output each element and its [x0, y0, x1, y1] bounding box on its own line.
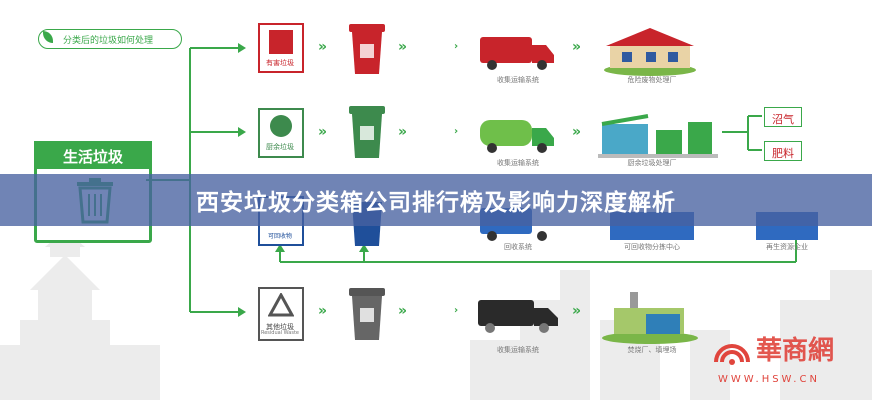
arrow-icon: » — [572, 303, 582, 319]
green-truck-icon — [480, 120, 554, 153]
hazardous-bin-icon — [349, 24, 385, 74]
facility-label: 危险废物处理厂 — [627, 76, 677, 84]
hazard-icon — [269, 30, 293, 54]
arrow-icon: » — [318, 39, 328, 55]
category-label-residual: 其他垃圾 — [266, 323, 294, 331]
arrow-icon: » — [398, 124, 408, 140]
kitchen-bin-icon — [349, 106, 385, 158]
facility-label: 焚烧厂、填埋场 — [627, 346, 677, 354]
transport-label: 收集运输系统 — [497, 346, 539, 354]
arrow-icon: » — [572, 124, 582, 140]
hazardous-sign — [258, 23, 304, 73]
transport-label: 收集运输系统 — [497, 76, 539, 84]
hazardous-facility-icon — [604, 28, 696, 76]
arrow-small-icon: › — [454, 41, 459, 52]
arrow-icon: » — [318, 303, 328, 319]
red-truck-icon — [480, 37, 554, 70]
transport-label: 收集运输系统 — [497, 159, 539, 167]
arrow-icon: » — [398, 39, 408, 55]
category-label-recyclable: 可回收物 — [267, 233, 293, 240]
facility-label: 可回收物分拣中心 — [624, 243, 680, 251]
source-box-label: 生活垃圾 — [62, 148, 123, 166]
title-banner: 西安垃圾分类箱公司排行榜及影响力深度解析 — [0, 174, 872, 226]
residual-waste-sign — [258, 287, 304, 341]
black-truck-icon — [478, 300, 558, 333]
category-label-kitchen: 厨余垃圾 — [266, 143, 294, 151]
header-label: 分类后的垃圾如何处理 — [63, 36, 154, 46]
output-biogas-box: 沼气 — [764, 107, 802, 127]
incinerator-landfill-icon — [602, 292, 698, 344]
kitchen-facility-icon — [598, 114, 718, 158]
arrow-small-icon: › — [454, 126, 459, 137]
arrow-icon: » — [572, 39, 582, 55]
transport-label: 回收系统 — [504, 243, 532, 251]
category-label-residual-en: Residual Waste — [260, 330, 300, 336]
watermark-url: WWW.HSW.CN — [718, 374, 820, 385]
source-box-header — [34, 141, 152, 169]
arrow-icon: » — [318, 124, 328, 140]
header-tag: 分类后的垃圾如何处理 — [38, 29, 182, 49]
output-fertilizer-label: 肥料 — [772, 147, 794, 160]
end-label: 再生资源企业 — [766, 243, 808, 251]
arrow-small-icon: › — [454, 305, 459, 316]
banner-title: 西安垃圾分类箱公司排行榜及影响力深度解析 — [196, 190, 676, 216]
category-label-hazardous: 有害垃圾 — [266, 59, 294, 67]
watermark-brand: 華商網 — [756, 336, 835, 366]
watermark: 華商網 WWW.HSW.CN — [712, 328, 862, 392]
output-biogas-label: 沼气 — [772, 113, 794, 126]
kitchen-waste-sign — [258, 108, 304, 158]
facility-label: 厨余垃圾处理厂 — [627, 159, 677, 167]
residual-bin-icon — [349, 288, 385, 340]
triangle-recycle-icon — [268, 293, 294, 317]
apple-icon — [270, 115, 292, 137]
output-fertilizer-box: 肥料 — [764, 141, 802, 161]
hsw-logo-icon — [714, 344, 750, 365]
arrow-icon: » — [398, 303, 408, 319]
leaf-icon — [43, 31, 53, 43]
